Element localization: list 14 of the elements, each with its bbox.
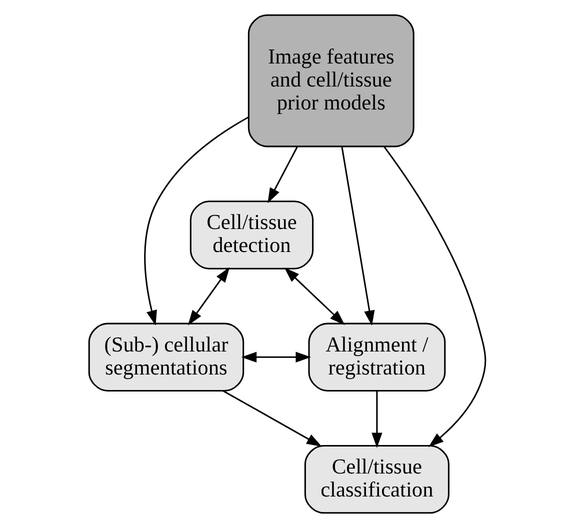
arrow [340,146,374,326]
arrow [187,266,230,325]
arrow [240,351,310,362]
node-box: (Sub-) cellular segmentations [88,322,244,391]
arrow [383,146,486,447]
node-box: Image features and cell/tissue prior models [247,14,414,147]
node-box: Cell/tissue detection [189,200,314,269]
node-box: Cell/tissue classification [304,444,449,514]
arrow [144,116,248,326]
arrow [371,390,382,448]
arrow [267,146,298,203]
node-box: Alignment / registration [308,322,446,391]
arrow [222,390,322,446]
arrow [284,266,344,325]
